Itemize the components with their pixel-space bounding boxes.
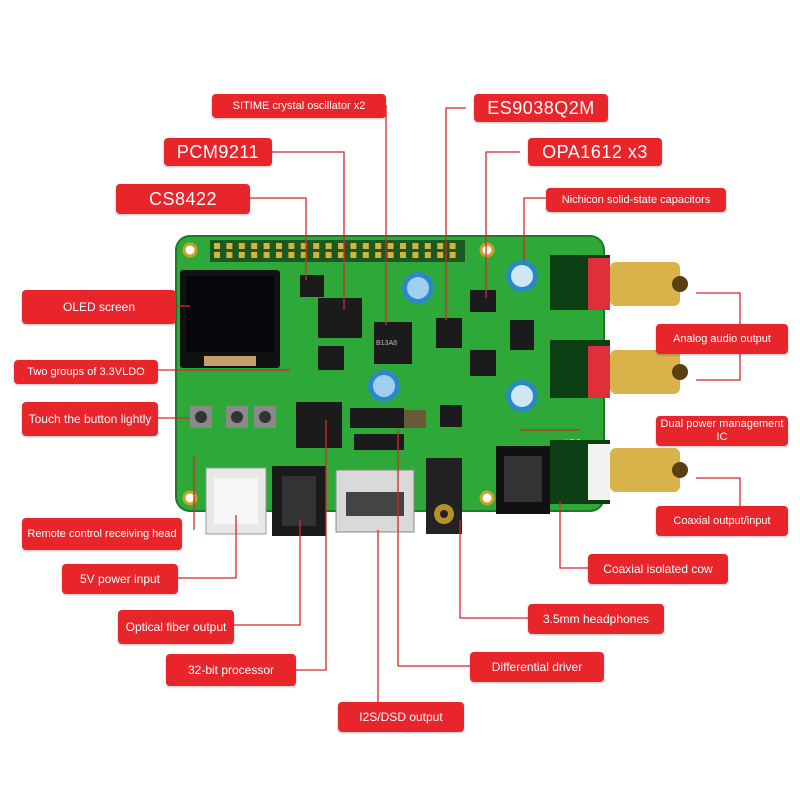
gpio-pin: [238, 243, 245, 249]
gpio-pin: [288, 243, 295, 249]
gpio-header: [210, 240, 465, 262]
gpio-pin: [362, 243, 369, 249]
gpio-pin: [214, 243, 220, 249]
gpio-pin: [251, 243, 258, 249]
gpio-pin: [350, 252, 357, 258]
gpio-pin: [300, 243, 307, 249]
rca-jack-bottom: [550, 440, 688, 504]
label-differential-driver: Differential driver: [470, 652, 604, 682]
mounting-hole: [479, 490, 495, 506]
chips: [296, 275, 534, 450]
label-es9038: ES9038Q2M: [474, 94, 608, 122]
gpio-pin: [288, 252, 295, 258]
gpio-pin: [400, 243, 406, 249]
usb-c-power-port: [205, 467, 267, 535]
gpio-pin: [449, 243, 456, 249]
label-oled: OLED screen: [22, 290, 176, 324]
gpio-pin: [424, 252, 431, 258]
gpio-pin: [214, 252, 220, 258]
gpio-pin: [226, 243, 233, 249]
label-nichicon: Nichicon solid-state capacitors: [546, 188, 726, 212]
gpio-pin: [338, 252, 344, 258]
oled-display: [180, 270, 280, 368]
gpio-pin: [375, 243, 382, 249]
gpio-pin: [325, 243, 332, 249]
gpio-pin: [338, 243, 344, 249]
gpio-pin: [424, 243, 431, 249]
hdmi-i2s-port: [335, 469, 415, 533]
gpio-pin: [238, 252, 245, 258]
gpio-pin: [276, 243, 282, 249]
label-optical-fiber: Optical fiber output: [118, 610, 234, 644]
gpio-pin: [387, 252, 394, 258]
label-pcm9211: PCM9211: [164, 138, 272, 166]
touch-buttons: [190, 406, 276, 428]
gpio-pin: [412, 252, 419, 258]
mounting-hole: [182, 490, 198, 506]
gpio-pin: [400, 252, 406, 258]
gpio-pin: [375, 252, 382, 258]
label-sitime: SITIME crystal oscillator x2: [212, 94, 386, 118]
coaxial-transformer: [496, 446, 550, 514]
label-cs8422: CS8422: [116, 184, 250, 214]
mounting-hole: [182, 242, 198, 258]
gpio-pin: [263, 243, 270, 249]
label-opa1612: OPA1612 x3: [528, 138, 662, 166]
gpio-pin: [226, 252, 233, 258]
label-remote-control: Remote control receiving head: [22, 518, 182, 550]
label-ldo: Two groups of 3.3VLDO: [14, 360, 158, 384]
label-headphones: 3.5mm headphones: [528, 604, 664, 634]
optical-port: [272, 466, 326, 536]
label-i2s-dsd: I2S/DSD output: [338, 702, 464, 732]
headphone-jack: [426, 458, 462, 534]
rca-jack-middle: [550, 340, 688, 398]
capacitors: [368, 260, 538, 412]
gpio-pin: [313, 252, 320, 258]
leader-lines: [158, 105, 741, 706]
label-5v-power: 5V power input: [62, 564, 178, 594]
gpio-pin: [350, 243, 357, 249]
mounting-hole: [479, 242, 495, 258]
gpio-pin: [300, 252, 307, 258]
gpio-pin: [387, 243, 394, 249]
gpio-pin: [263, 252, 270, 258]
chip-marking: B13A8: [376, 340, 397, 347]
gpio-pin: [412, 243, 419, 249]
gpio-pin: [437, 252, 444, 258]
label-32bit-processor: 32-bit processor: [166, 654, 296, 686]
label-analog-output: Analog audio output: [656, 324, 788, 354]
rca-jack-top: [550, 255, 688, 310]
label-coax-isolated: Coaxial isolated cow: [588, 554, 728, 584]
label-touch-button: Touch the button lightly: [22, 402, 158, 436]
label-dual-power: Dual power management IC: [656, 416, 788, 446]
gpio-pin: [276, 252, 282, 258]
gpio-pin: [449, 252, 456, 258]
gpio-pin: [313, 243, 320, 249]
gpio-pin: [251, 252, 258, 258]
gpio-pin: [437, 243, 444, 249]
gpio-pin: [362, 252, 369, 258]
gpio-pin: [325, 252, 332, 258]
label-coaxial-output: Coaxial output/input: [656, 506, 788, 536]
